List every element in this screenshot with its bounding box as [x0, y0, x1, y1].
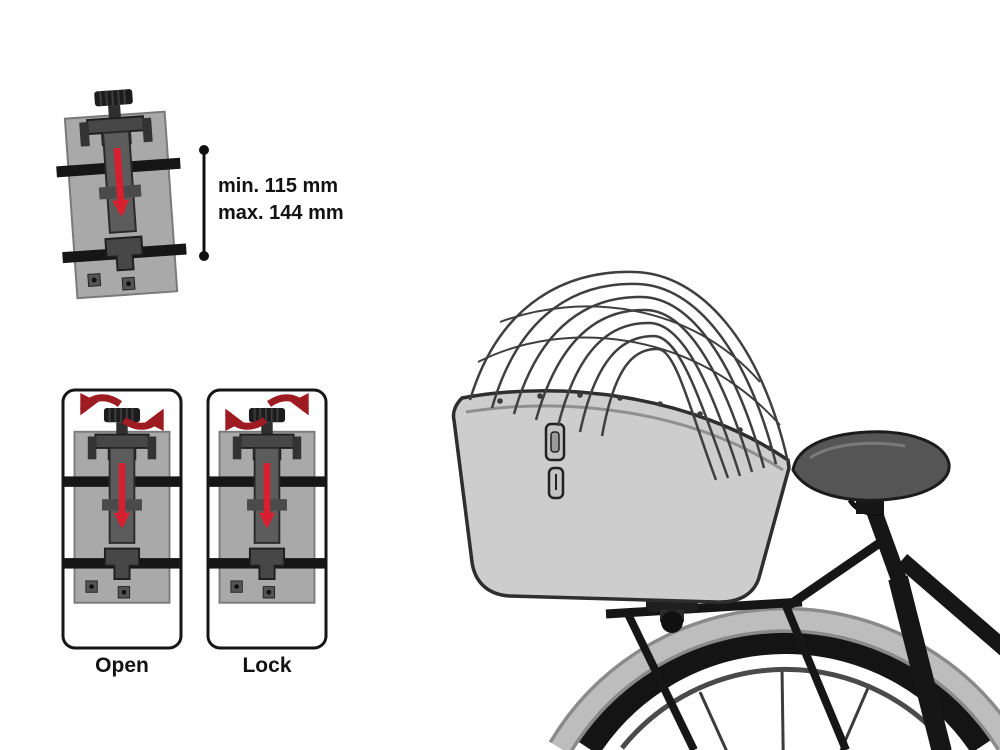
dimension-dot-bottom [199, 251, 209, 261]
fender [551, 610, 1000, 750]
dimension-dot-top [199, 145, 209, 155]
rear-frame-tube [896, 553, 1000, 656]
lock-arrow-right [266, 393, 310, 416]
open-label: Open [95, 654, 149, 677]
buckle-slot [550, 431, 560, 453]
wire-dome-cover [468, 270, 790, 481]
dome-wire [534, 308, 754, 473]
rivet [657, 401, 663, 407]
clamp-assembly-open [63, 408, 181, 603]
spoke [839, 687, 870, 750]
bike-frame [785, 505, 1000, 750]
rivet [617, 395, 623, 401]
dome-wire [600, 347, 718, 481]
dimension-diagram: min. 115 mm max. 144 mm [51, 86, 344, 299]
rotate-counterclockwise-arrow-icon [79, 393, 165, 431]
rivet [537, 393, 543, 399]
seat-tube [888, 575, 952, 750]
rivet [497, 398, 503, 404]
basket-strap-buckle [544, 422, 566, 500]
dome-wire [578, 334, 730, 479]
wheel-rim [620, 666, 950, 750]
dome-wire [490, 282, 778, 465]
open-arrow-left [79, 393, 123, 416]
open-arrow-right [121, 408, 165, 431]
dimension-max-label: max. 144 mm [218, 202, 344, 224]
spoke [698, 691, 728, 750]
saddle [791, 430, 951, 516]
vertical-range-line-icon [199, 145, 209, 261]
saddle-highlight [809, 441, 906, 460]
rotate-clockwise-arrow-icon [224, 393, 310, 431]
dome-cross-wire [499, 305, 761, 383]
dimension-min-label: min. 115 mm [218, 175, 338, 197]
dome-cross-wire [477, 336, 781, 426]
rack-top-bar [605, 597, 803, 619]
basket-body [451, 389, 791, 604]
rack-strut-front [624, 612, 698, 750]
mount-knob-icon [661, 611, 683, 633]
rim-rivets [497, 392, 773, 451]
lock-arrow-left [224, 408, 268, 431]
rivet [697, 411, 703, 417]
seat-stay [785, 536, 887, 610]
rear-rack [605, 597, 850, 750]
open-panel: Open [63, 388, 181, 677]
dome-wire [556, 321, 742, 477]
saddle-clamp [856, 498, 884, 514]
seat-post [865, 505, 910, 591]
clamp-assembly-dimension [51, 86, 189, 299]
bicycle-illustration [451, 270, 1000, 750]
lock-label: Lock [242, 654, 291, 677]
rack-strut-rear [782, 604, 850, 750]
spoke [780, 667, 785, 750]
clamp-assembly-lock [208, 408, 326, 603]
basket [451, 389, 791, 604]
rivet [577, 392, 583, 398]
lock-panel: Lock [208, 388, 326, 677]
dome-wire [468, 270, 790, 463]
